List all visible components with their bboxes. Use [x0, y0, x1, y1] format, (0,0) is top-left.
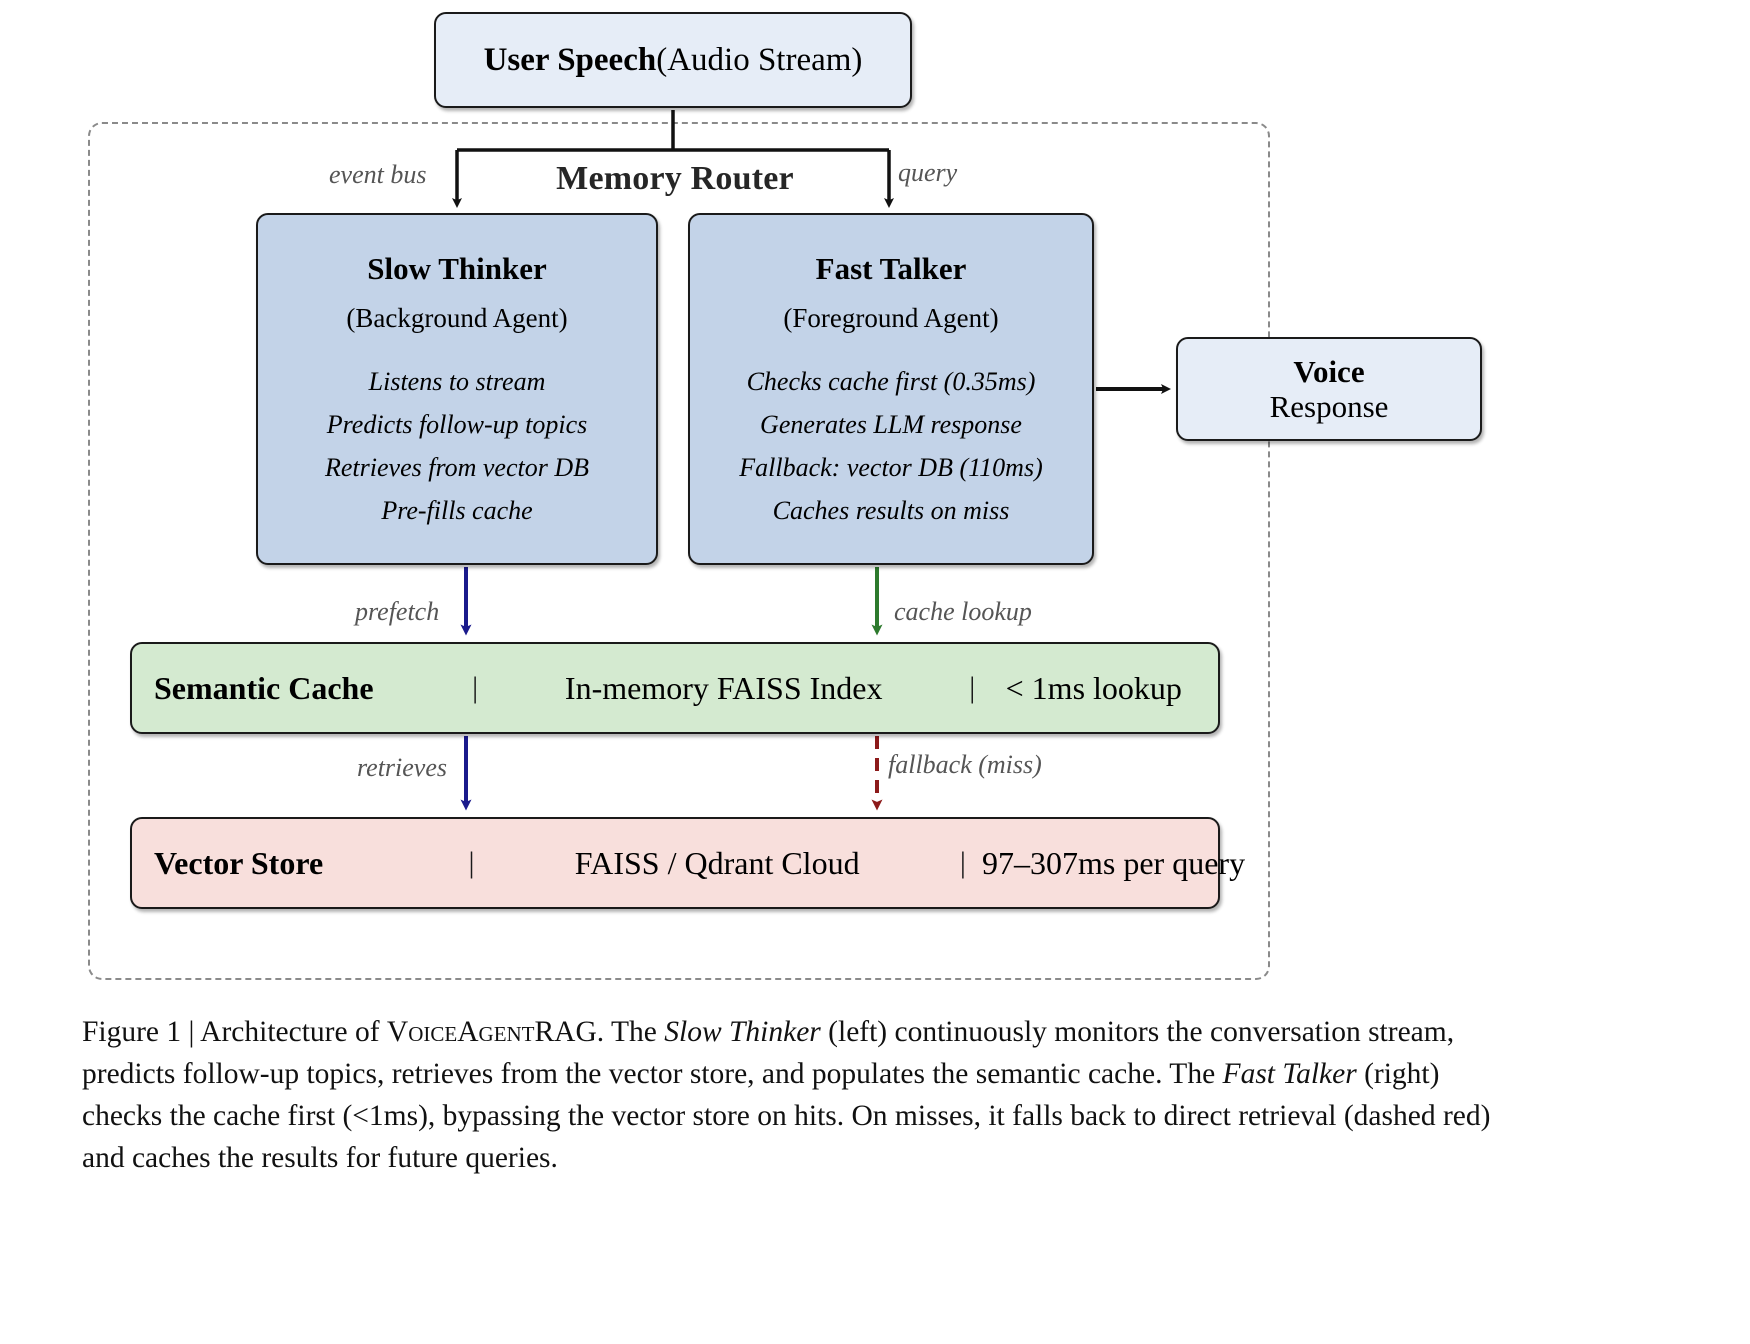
- slow-thinker-line: Retrieves from vector DB: [325, 453, 589, 483]
- vector-store-node: Vector Store | FAISS / Qdrant Cloud | 97…: [130, 817, 1246, 909]
- vector-store-separator-1: |: [468, 846, 475, 879]
- edge-label-query: query: [898, 158, 958, 187]
- vector-store-separator-2: |: [959, 846, 966, 879]
- fast-talker-subtitle: (Foreground Agent): [783, 303, 999, 333]
- edge-label-prefetch: prefetch: [355, 597, 440, 626]
- slow-thinker-bullets: Listens to stream Predicts follow-up top…: [325, 360, 589, 533]
- voice-response-subtitle: Response: [1269, 389, 1389, 424]
- semantic-cache-separator-1: |: [472, 671, 479, 704]
- semantic-cache-name: Semantic Cache: [154, 669, 374, 706]
- fast-talker-title: Fast Talker: [815, 251, 967, 286]
- vector-store-detail: FAISS / Qdrant Cloud: [574, 844, 860, 881]
- vector-store-name: Vector Store: [154, 844, 324, 881]
- slow-thinker-line: Pre-fills cache: [381, 496, 533, 526]
- vector-store-latency: 97–307ms per query: [982, 844, 1246, 881]
- user-speech-subtitle: (Audio Stream): [656, 41, 863, 78]
- edge-label-fallback-miss: fallback (miss): [888, 750, 1042, 779]
- voice-response-title: Voice: [1293, 353, 1365, 389]
- fast-talker-line: Fallback: vector DB (110ms): [739, 453, 1043, 483]
- edge-label-retrieves: retrieves: [357, 753, 447, 782]
- caption-part1: . The: [596, 1016, 665, 1048]
- fast-talker-node: Fast Talker (Foreground Agent) Checks ca…: [688, 213, 1094, 565]
- slow-thinker-title: Slow Thinker: [367, 251, 547, 286]
- caption-part3: (right) checks the cache first (<1ms), b…: [82, 1057, 1491, 1174]
- caption-prefix: Figure 1 | Architecture of: [82, 1016, 387, 1048]
- caption-italic-slow-thinker: Slow Thinker: [664, 1016, 821, 1048]
- caption-system-name: VoiceAgentRAG: [386, 1016, 597, 1048]
- fast-talker-line: Checks cache first (0.35ms): [746, 367, 1036, 396]
- user-speech-title: User Speech: [483, 41, 657, 78]
- semantic-cache-detail: In-memory FAISS Index: [564, 669, 883, 706]
- slow-thinker-node: Slow Thinker (Background Agent) Listens …: [256, 213, 658, 565]
- fast-talker-line: Caches results on miss: [772, 496, 1010, 526]
- fast-talker-bullets: Checks cache first (0.35ms) Generates LL…: [739, 360, 1042, 533]
- edge-label-cache-lookup: cache lookup: [894, 597, 1032, 626]
- semantic-cache-node: Semantic Cache | In-memory FAISS Index |…: [130, 642, 1220, 734]
- voice-response-node: Voice Response: [1176, 337, 1482, 441]
- caption-part2: (left) continuously monitors the convers…: [82, 1016, 1455, 1090]
- memory-router-title: Memory Router: [556, 160, 794, 197]
- semantic-cache-separator-2: |: [969, 671, 976, 704]
- memory-router-container: [88, 122, 1270, 980]
- slow-thinker-line: Listens to stream: [368, 367, 546, 396]
- figure-caption: Figure 1 | Architecture of VoiceAgentRAG…: [82, 1012, 1502, 1180]
- user-speech-node: User Speech (Audio Stream): [434, 12, 912, 108]
- slow-thinker-subtitle: (Background Agent): [346, 303, 568, 333]
- semantic-cache-latency: < 1ms lookup: [1005, 669, 1182, 706]
- fast-talker-line: Generates LLM response: [760, 410, 1022, 440]
- edge-label-event-bus: event bus: [329, 160, 427, 189]
- slow-thinker-line: Predicts follow-up topics: [326, 410, 588, 440]
- caption-italic-fast-talker: Fast Talker: [1222, 1057, 1357, 1090]
